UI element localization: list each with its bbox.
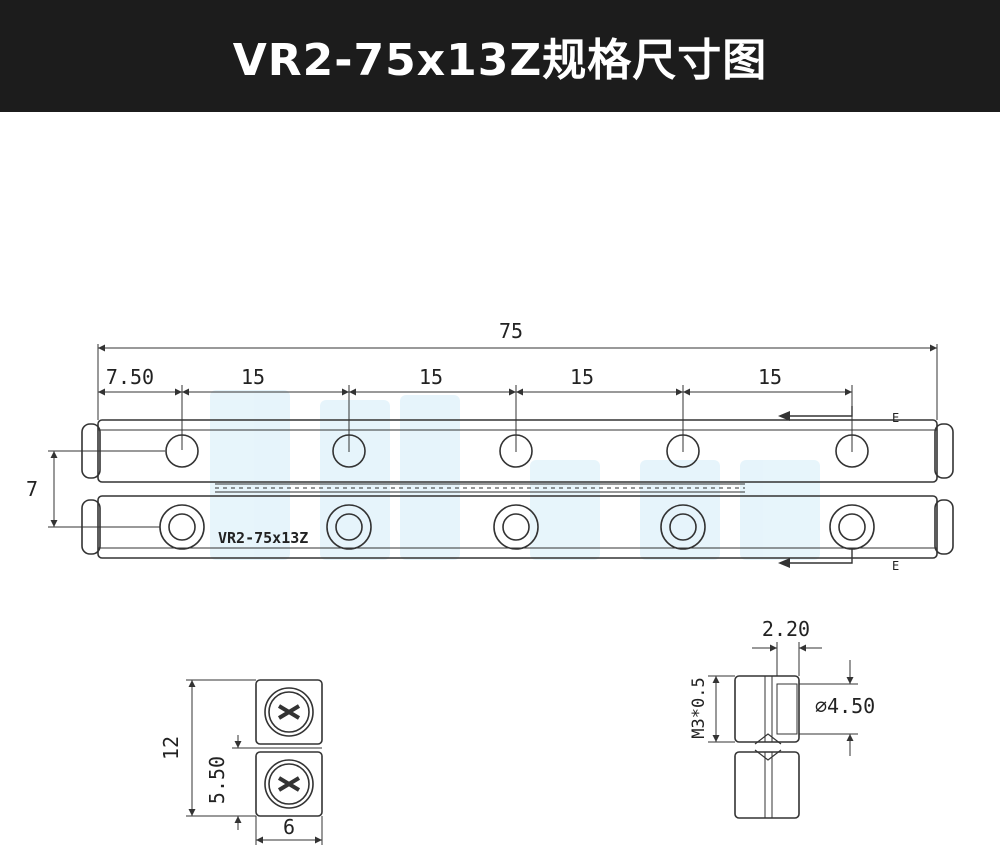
section-mark-top: E — [892, 411, 899, 425]
lower-hole-2 — [326, 504, 372, 550]
title-banner: VR2-75x13Z规格尺寸图 — [0, 0, 1000, 112]
pitch-label-4: 15 — [570, 365, 594, 389]
counterbore-diameter-label: ⌀4.50 — [815, 694, 875, 718]
end-height-label: 12 — [159, 736, 183, 760]
engraving-label: VR2-75x13Z — [218, 529, 308, 547]
drawing-canvas: 75 7.50 15 15 15 15 7 E E VR2-75x13Z 12 … — [26, 319, 954, 845]
page-title: VR2-75x13Z规格尺寸图 — [232, 35, 768, 86]
upper-hole-5 — [835, 434, 869, 468]
upper-hole-4 — [666, 434, 700, 468]
counterbore-depth-label: 2.20 — [762, 617, 810, 641]
upper-hole-1 — [165, 434, 199, 468]
lower-hole-1 — [159, 504, 205, 550]
ball-retainer — [215, 483, 745, 493]
main-view — [48, 344, 954, 568]
pitch-label-2: 15 — [241, 365, 265, 389]
rail-gap-label: 7 — [26, 477, 38, 501]
upper-hole-2 — [332, 434, 366, 468]
thread-label: M3*0.5 — [689, 677, 709, 738]
upper-hole-3 — [499, 434, 533, 468]
overall-length-label: 75 — [499, 319, 523, 343]
pitch-label-3: 15 — [419, 365, 443, 389]
pitch-label-5: 15 — [758, 365, 782, 389]
lower-hole-3 — [493, 504, 539, 550]
lower-hole-4 — [660, 504, 706, 550]
upper-rail — [81, 419, 954, 483]
end-half-height-label: 5.50 — [205, 756, 229, 804]
lower-hole-5 — [829, 504, 875, 550]
section-mark-bottom: E — [892, 559, 899, 573]
section-view — [708, 642, 858, 819]
end-view — [186, 679, 323, 845]
pitch-label-1: 7.50 — [106, 365, 154, 389]
end-width-label: 6 — [283, 815, 295, 839]
